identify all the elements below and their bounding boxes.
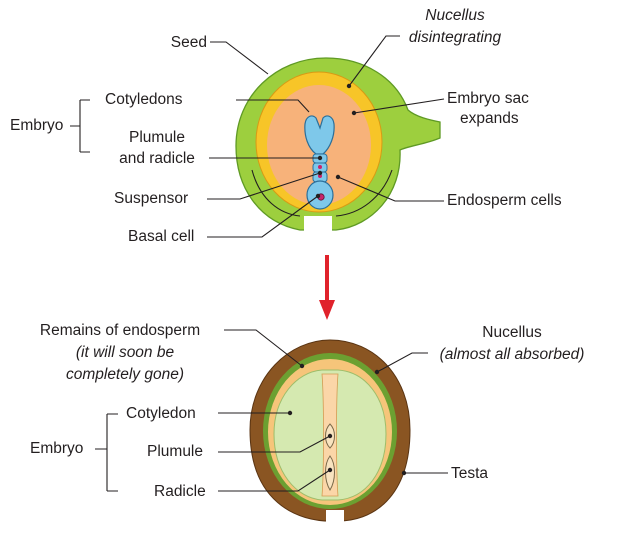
label-nucellus-disintegrating-2: disintegrating [409, 29, 502, 46]
top-labels: Seed Nucellus disintegrating Embryo Coty… [10, 7, 562, 245]
leader-nucellus-top [348, 35, 400, 87]
label-remains-endosperm-1: Remains of endosperm [40, 322, 200, 339]
leader-dot [327, 467, 333, 473]
development-arrow [319, 255, 335, 320]
leader-dot [317, 155, 323, 161]
leader-embryo-sac [353, 98, 445, 114]
bottom-labels: Remains of endosperm (it will soon be co… [30, 322, 584, 500]
suspensor-nucleus [318, 165, 322, 169]
label-plumule-1: Plumule [129, 129, 185, 146]
label-embryo-top: Embryo [10, 117, 63, 134]
label-cotyledon: Cotyledon [126, 405, 196, 422]
arrow-head [319, 300, 335, 320]
developing-ovule [235, 57, 441, 232]
label-basal-cell: Basal cell [128, 228, 194, 245]
label-radicle: Radicle [154, 483, 206, 500]
leader-dot [299, 363, 305, 369]
suspensor-nucleus [318, 174, 322, 178]
label-suspensor: Suspensor [114, 190, 188, 207]
leader-suspensor [207, 172, 321, 200]
testa-notch [326, 510, 344, 523]
mature-seed [249, 339, 411, 523]
leader-dot [351, 110, 357, 116]
label-cotyledons: Cotyledons [105, 91, 183, 108]
label-endosperm-cells: Endosperm cells [447, 192, 562, 209]
leader-dot [287, 410, 293, 416]
leader-dot [335, 174, 341, 180]
label-embryo-sac-2: expands [460, 110, 519, 127]
embryo-early [304, 115, 335, 210]
label-seed: Seed [171, 34, 207, 51]
label-embryo-sac-1: Embryo sac [447, 90, 529, 107]
integument-inner-line-right [335, 169, 393, 217]
leader-dot [317, 170, 323, 176]
label-nucellus-bottom-2: (almost all absorbed) [440, 346, 585, 363]
leader-endosperm [337, 176, 444, 202]
label-remains-endosperm-3: completely gone) [66, 366, 184, 383]
embryo-bracket-bottom [95, 413, 118, 492]
leader-dot [374, 369, 380, 375]
leader-nucellus-bottom [376, 352, 428, 373]
label-nucellus-bottom-1: Nucellus [482, 324, 542, 341]
label-testa: Testa [451, 465, 488, 482]
leader-dot [346, 83, 352, 89]
integument-inner-line-left [251, 169, 301, 217]
leader-radicle [218, 469, 331, 492]
leader-seed [210, 41, 269, 75]
label-nucellus-disintegrating-1: Nucellus [425, 7, 485, 24]
micropyle-gap [304, 216, 332, 232]
leader-dot [401, 470, 407, 476]
leader-dot [327, 433, 333, 439]
arrow-shaft [325, 255, 329, 303]
embryo-bracket-top [70, 99, 90, 153]
leader-basal-cell [207, 195, 319, 238]
label-remains-endosperm-2: (it will soon be [76, 344, 175, 361]
leader-dot [315, 193, 321, 199]
cotyledons-shape [304, 115, 335, 155]
leader-remains-endosperm [224, 329, 303, 367]
label-plumule: Plumule [147, 443, 203, 460]
label-plumule-2: and radicle [119, 150, 195, 167]
leader-cotyledons [236, 99, 310, 113]
radicle-shape [325, 455, 335, 491]
label-embryo-bottom: Embryo [30, 440, 83, 457]
leader-plumule-bottom [218, 435, 331, 453]
